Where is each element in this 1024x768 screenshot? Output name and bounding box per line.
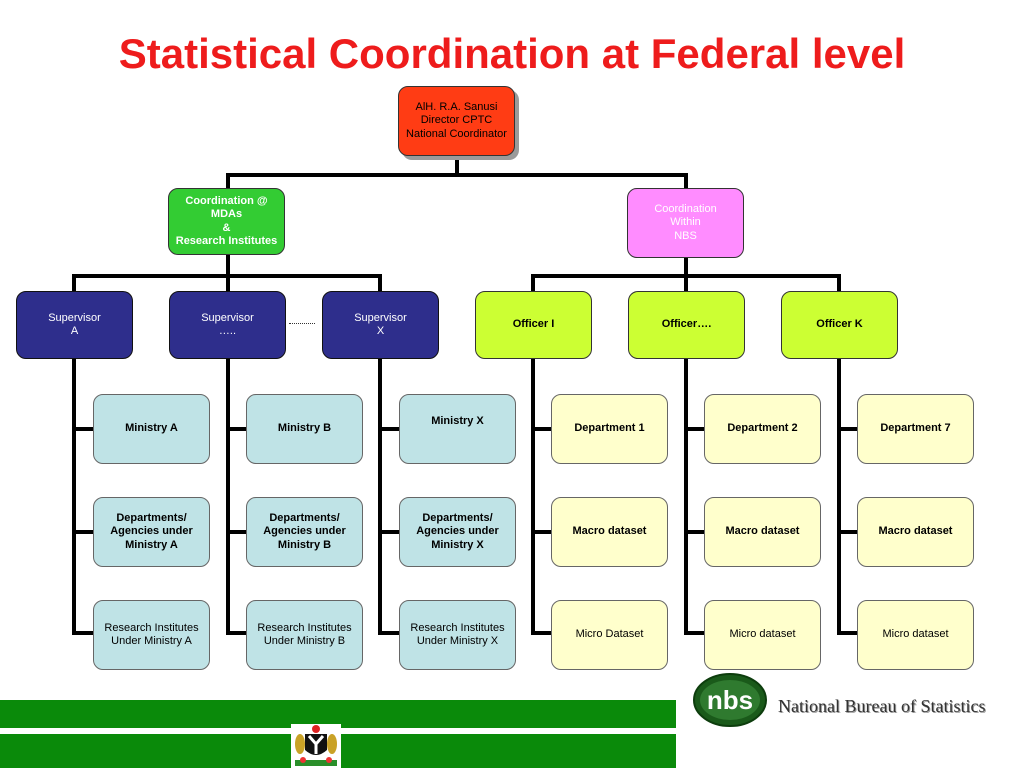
department-1-box: Department 1: [551, 394, 668, 464]
micro-dataset-1-box: Micro Dataset: [551, 600, 668, 670]
connector-lines: [72, 155, 860, 635]
supervisor-x-box: Supervisor X: [322, 291, 439, 359]
officer-i-box: Officer I: [475, 291, 592, 359]
agencies-ministry-a-box: Departments/ Agencies under Ministry A: [93, 497, 210, 567]
ministry-x-box: Ministry X: [399, 394, 516, 464]
ellipsis-dots: [289, 323, 315, 324]
department-2-box: Department 2: [704, 394, 821, 464]
micro-dataset-7-box: Micro dataset: [857, 600, 974, 670]
officer-mid-box: Officer….: [628, 291, 745, 359]
ministry-b-box: Ministry B: [246, 394, 363, 464]
officer-k-box: Officer K: [781, 291, 898, 359]
macro-dataset-1-box: Macro dataset: [551, 497, 668, 567]
logo-text: nbs: [707, 685, 753, 715]
page-title: Statistical Coordination at Federal leve…: [118, 30, 906, 77]
nbs-logo-icon: nbs: [693, 673, 767, 727]
mda-coordination-box: Coordination @ MDAs & Research Institute…: [168, 188, 285, 255]
agencies-ministry-x-box: Departments/ Agencies under Ministry X: [399, 497, 516, 567]
national-coordinator-box: AlH. R.A. Sanusi Director CPTC National …: [398, 86, 515, 156]
coat-of-arms-icon: [291, 724, 341, 768]
supervisor-a-box: Supervisor A: [16, 291, 133, 359]
nbs-coordination-box: Coordination Within NBS: [627, 188, 744, 258]
supervisor-mid-box: Supervisor …..: [169, 291, 286, 359]
research-ministry-a-box: Research Institutes Under Ministry A: [93, 600, 210, 670]
department-7-box: Department 7: [857, 394, 974, 464]
footer-band-top: [0, 700, 676, 728]
research-ministry-x-box: Research Institutes Under Ministry X: [399, 600, 516, 670]
macro-dataset-7-box: Macro dataset: [857, 497, 974, 567]
micro-dataset-2-box: Micro dataset: [704, 600, 821, 670]
agencies-ministry-b-box: Departments/ Agencies under Ministry B: [246, 497, 363, 567]
ministry-a-box: Ministry A: [93, 394, 210, 464]
macro-dataset-2-box: Macro dataset: [704, 497, 821, 567]
research-ministry-b-box: Research Institutes Under Ministry B: [246, 600, 363, 670]
organization-name: National Bureau of Statistics: [778, 696, 986, 716]
